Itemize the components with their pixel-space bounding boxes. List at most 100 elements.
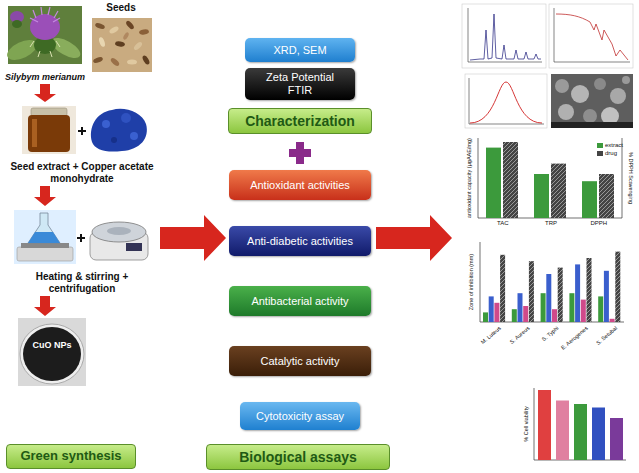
legend-row: drug xyxy=(597,149,623,157)
chart-bar xyxy=(483,312,488,322)
flow-arrow xyxy=(34,186,56,206)
legend-row: extract xyxy=(597,141,623,149)
extract-jar-photo xyxy=(28,115,70,152)
chart-bar xyxy=(598,296,603,322)
assay-box: Anti-diabetic activities xyxy=(229,226,371,256)
extract-jar-photo xyxy=(22,106,76,154)
chart-legend: extractdrug xyxy=(597,141,623,157)
chart-bar xyxy=(610,418,623,460)
plus-sign xyxy=(78,127,86,135)
chart-label-text: Zone of inhibition (mm) xyxy=(468,254,474,310)
thistle-photo xyxy=(12,20,22,28)
copper-acetate-photo xyxy=(102,120,110,128)
chart-label: M. Luteus xyxy=(480,325,502,345)
box-label: Biological assays xyxy=(239,449,357,465)
flow-arrow xyxy=(34,296,56,316)
photo-panel: Heating & stirring + centrifugation xyxy=(4,208,160,294)
chart-bar xyxy=(494,303,499,322)
chart-bar xyxy=(558,268,563,322)
sem-image xyxy=(571,85,589,103)
chart-bar xyxy=(569,293,574,322)
xrd-plot xyxy=(462,4,546,68)
chart-bar xyxy=(538,390,551,460)
extract-jar-photo xyxy=(31,108,67,116)
seeds-photo xyxy=(133,41,144,52)
chart-label: % DPPH Scavenging xyxy=(628,152,634,204)
ftir-plot xyxy=(556,14,628,60)
sem-image xyxy=(610,88,626,104)
chart-label-text: TAC xyxy=(497,220,509,227)
cuo-nanoparticles-photo xyxy=(23,327,81,381)
chart-label-text: M. Luteus xyxy=(480,325,502,345)
hotplate-stirrer-photo xyxy=(21,243,69,248)
cuo-nanoparticles-photo xyxy=(18,318,86,386)
assay-box: Antibacterial activity xyxy=(229,286,371,316)
box-label: Characterization xyxy=(245,113,355,129)
chart-bar xyxy=(592,408,605,461)
seeds-photo xyxy=(108,25,119,34)
cell-viability-bar-chart xyxy=(534,388,626,460)
chart-label: antioxidant capacity (μgAAE/mg) xyxy=(466,138,472,218)
chart-bar xyxy=(604,271,609,322)
product-photo: CuO NPs xyxy=(18,318,86,386)
photo-panel: Silybym merianum xyxy=(2,4,88,82)
plus-sign xyxy=(78,127,86,135)
chart-bar xyxy=(529,261,534,322)
chart-bar xyxy=(486,148,501,218)
chart-bar xyxy=(523,306,528,322)
block-arrow xyxy=(160,215,226,261)
chart-bar xyxy=(489,296,494,322)
plus-sign-purple xyxy=(289,142,311,164)
copper-acetate-photo xyxy=(121,113,131,123)
antioxidant-bar-chart xyxy=(478,138,622,218)
centrifuge-photo xyxy=(107,227,131,235)
ftir-plot xyxy=(549,4,633,68)
hotplate-stirrer-photo xyxy=(28,213,60,243)
centrifuge-photo xyxy=(90,222,148,260)
photo-caption: Seeds xyxy=(106,2,135,14)
chart-label: Zone of inhibition (mm) xyxy=(468,254,474,310)
chart-bar xyxy=(615,252,620,322)
zeta-distribution-plot xyxy=(465,74,547,128)
sem-image xyxy=(555,79,569,93)
xrd-plot xyxy=(470,14,541,60)
chart-label-text: E. Aerogenes xyxy=(560,325,589,351)
zeta-distribution-plot xyxy=(469,78,544,124)
assay-box: Antioxidant activities xyxy=(229,170,371,200)
extract-jar-photo xyxy=(22,106,76,154)
chart-bar xyxy=(552,309,557,322)
thistle-photo xyxy=(30,7,60,22)
antibacterial-bar-chart xyxy=(480,242,624,322)
photo-panel: Seeds xyxy=(88,2,154,76)
copper-acetate-photo xyxy=(91,109,147,152)
block-arrow xyxy=(160,215,452,261)
seeds-photo xyxy=(122,32,129,41)
box-label: Catalytic activity xyxy=(261,355,340,368)
copper-acetate-photo xyxy=(91,109,147,152)
chart-bar xyxy=(534,174,549,218)
block-arrow xyxy=(376,215,452,261)
sem-image xyxy=(558,104,574,120)
chart-label: S. Setubal xyxy=(595,325,618,346)
chart-bar xyxy=(599,174,614,218)
section-label-box: Biological assays xyxy=(206,444,390,470)
chart-bar xyxy=(546,274,551,322)
chart-label-text: % DPPH Scavenging xyxy=(628,152,634,204)
chart-label-text: S. Typhi xyxy=(541,325,560,342)
chart-label: % Cell viability xyxy=(522,406,528,441)
chart-bar xyxy=(500,255,505,322)
sem-image xyxy=(622,76,630,84)
seeds-photo xyxy=(139,29,150,36)
assay-box: Catalytic activity xyxy=(229,346,371,376)
chart-bar xyxy=(503,142,518,218)
seeds-photo xyxy=(110,57,121,67)
chart-label: E. Aerogenes xyxy=(560,325,589,351)
thistle-photo xyxy=(30,14,60,40)
photo-caption: CuO NPs xyxy=(32,340,71,350)
sem-image xyxy=(551,74,633,128)
assay-box: Cytotoxicity assay xyxy=(240,402,360,430)
seeds-photo xyxy=(92,18,152,72)
chart-bar xyxy=(541,293,546,322)
